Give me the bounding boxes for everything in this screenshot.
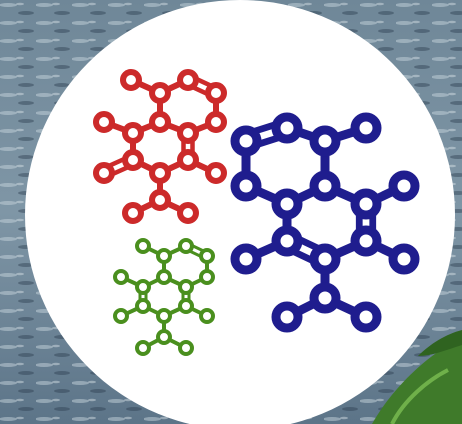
atom-node [230,170,262,202]
atom-node [113,308,129,324]
atom-node [199,248,215,264]
atom-node [135,298,151,314]
atom-node [156,329,172,345]
atom-node [149,111,171,133]
atom-node [271,112,303,144]
atom-node [149,82,171,104]
atom-node [205,162,227,184]
atom-node [388,243,420,275]
atom-node [177,202,199,224]
atom-node [178,298,194,314]
atom-node [135,279,151,295]
white-circle-badge [25,0,455,424]
atom-node [230,125,262,157]
atom-node [113,269,129,285]
atom-node [135,238,151,254]
atom-node [177,69,199,91]
atom-node [350,225,382,257]
atom-node [177,122,199,144]
atom-node [271,188,303,220]
red-molecule [93,69,227,224]
atom-node [149,162,171,184]
atom-node [178,340,194,356]
atom-node [177,149,199,171]
atom-node [350,301,382,333]
atom-node [135,340,151,356]
green-molecule [113,238,215,356]
atom-node [271,225,303,257]
atom-node [156,248,172,264]
molecule-group [93,69,420,356]
atom-node [271,301,303,333]
atom-node [156,308,172,324]
atom-node [309,170,341,202]
atom-node [178,238,194,254]
atom-node [205,111,227,133]
atom-node [120,69,142,91]
atom-node [199,308,215,324]
atom-node [230,243,262,275]
atom-node [122,202,144,224]
atom-node [93,162,115,184]
atom-node [350,112,382,144]
atom-node [309,243,341,275]
atom-node [350,188,382,220]
atom-node [149,189,171,211]
water-plant [372,330,462,424]
atom-node [309,282,341,314]
atom-node [388,170,420,202]
atom-node [205,82,227,104]
atom-node [93,111,115,133]
atom-node [199,269,215,285]
atom-node [178,279,194,295]
atom-node [122,122,144,144]
atom-node [156,269,172,285]
atom-node [309,125,341,157]
blue-molecule [230,112,420,333]
atom-node [122,149,144,171]
